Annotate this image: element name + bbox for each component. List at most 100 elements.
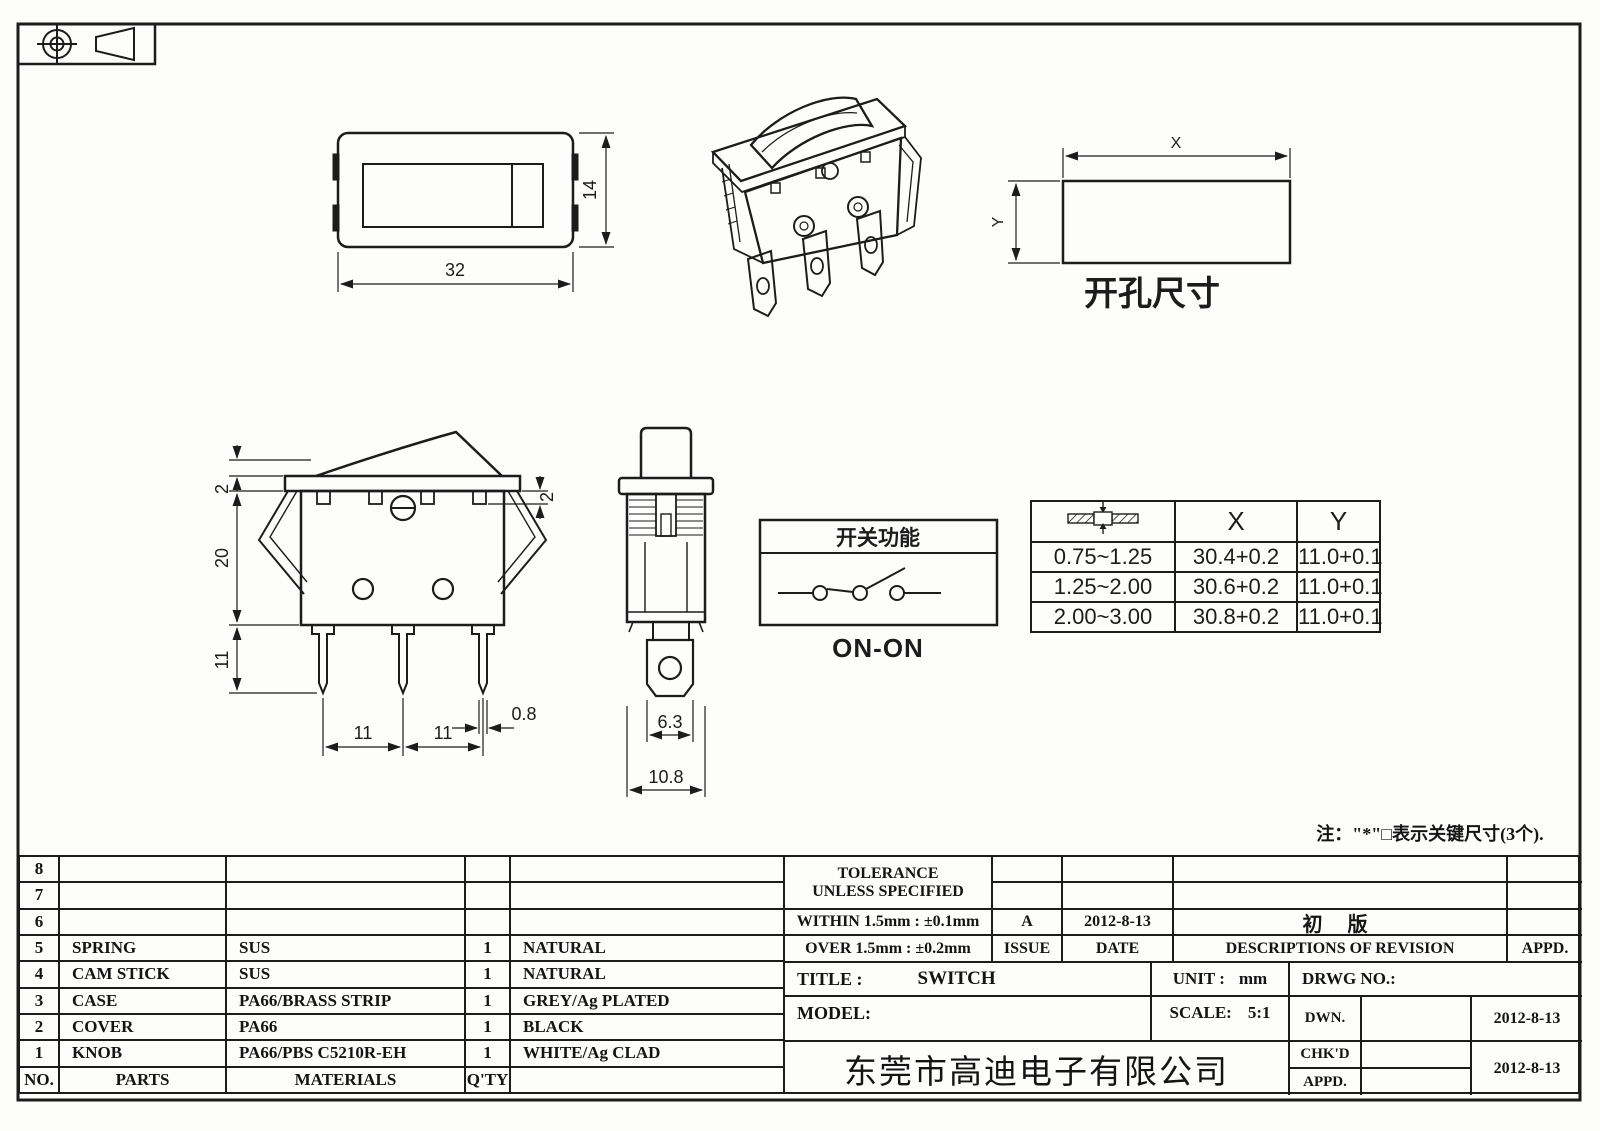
bom-color [509,907,785,936]
bom-row: 6 [18,907,785,936]
scale-label: SCALE: [1169,1003,1232,1022]
bom-material [225,881,466,910]
panel-thickness-range: 1.25~2.00 [1030,571,1176,603]
issue-value: A [993,910,1063,936]
bom-color [509,854,785,884]
panel-col-x: X [1174,500,1298,543]
front-dim-lines [229,445,548,756]
bom-color: GREY/Ag PLATED [509,986,785,1015]
revision-cell-empty [993,857,1063,883]
function-mode-label: ON-ON [832,633,924,663]
title-value: SWITCH [917,968,996,989]
front-view [229,430,548,756]
appd-column-label: APPD. [1508,936,1582,963]
dim-cutout-y: Y [990,216,1007,227]
bom-color: BLACK [509,1012,785,1042]
bom-part: COVER [58,1012,227,1042]
dim-front-flange: 2 [537,492,557,502]
bom-row: 5 SPRING SUS 1 NATURAL [18,933,785,963]
revision-cell-empty [1063,857,1174,883]
bom-header-parts: PARTS [58,1065,227,1095]
revision-cell-empty [1508,857,1582,883]
revision-cell-empty [1063,883,1174,910]
scale-value: 5:1 [1247,1003,1271,1022]
chkd-name-empty [1362,1042,1472,1069]
panel-thickness-icon [1067,502,1139,534]
title-block: TOLERANCE UNLESS SPECIFIED WITHIN 1.5mm … [783,855,1582,1095]
bom-part [58,881,227,910]
bom-part: KNOB [58,1039,227,1068]
dim-front-pin-thickness: 0.8 [511,704,536,724]
dim-side-tab-width: 6.3 [657,712,682,732]
bom-material: PA66/PBS C5210R-EH [225,1039,466,1068]
bom-part: CAM STICK [58,960,227,989]
tolerance-over: OVER 1.5mm : ±0.2mm [785,936,993,963]
tolerance-within: WITHIN 1.5mm : ±0.1mm [785,910,993,936]
bom-no: 7 [18,881,60,910]
bom-qty: 1 [464,986,511,1015]
bom-qty [464,881,511,910]
bom-header-qty: Q'TY [464,1065,511,1095]
bom-row: 7 [18,881,785,910]
bom-part: CASE [58,986,227,1015]
cutout-caption: 开孔尺寸 [1084,275,1220,313]
bom-row: 8 [18,854,785,884]
bom-header-no: NO. [18,1065,60,1095]
dim-top-height: 14 [580,180,600,200]
dim-top-height-lines [579,132,614,248]
side-view [617,426,715,797]
key-dimension-note: 注："*"□表示关键尺寸(3个). [1316,824,1544,844]
dim-top-width: 32 [445,260,465,280]
bom-color: NATURAL [509,933,785,963]
top-view [332,131,614,292]
sheet-border [16,22,1582,1102]
revision-cell-empty [1174,857,1508,883]
dim-top-width-lines [337,252,574,292]
bom-no: 2 [18,1012,60,1042]
chkd-date: 2012-8-13 [1493,1059,1561,1077]
bom-qty [464,854,511,884]
bom-material: SUS [225,960,466,989]
panel-y-value: 11.0+0.1 [1296,601,1383,633]
bom-qty: 1 [464,1012,511,1042]
bom-color: NATURAL [509,960,785,989]
bom-table: 8 7 6 5 SPRING SUS 1 NATURAL [18,854,785,1095]
panel-x-value: 30.6+0.2 [1174,571,1298,603]
issue-date-value: 2012-8-13 [1063,910,1174,936]
bom-part [58,907,227,936]
bom-qty: 1 [464,1039,511,1068]
revision-description: 初 版 [1174,910,1508,936]
revision-cell-empty [993,883,1063,910]
title-label: TITLE : [797,968,863,989]
bom-material [225,854,466,884]
bom-material: SUS [225,933,466,963]
projection-cone-icon [95,26,135,62]
bom-row: 4 CAM STICK SUS 1 NATURAL [18,960,785,989]
bom-header-color [509,1065,785,1095]
projection-symbol [37,24,135,64]
panel-y-value: 11.0+0.1 [1296,571,1383,603]
bom-material [225,907,466,936]
panel-thickness-range: 2.00~3.00 [1030,601,1176,633]
chkd-label: CHK'D [1290,1042,1362,1069]
cutout-view [1008,148,1292,265]
dim-front-body: 20 [212,548,232,568]
drwg-no-label: DRWG NO.: [1290,963,1582,997]
bom-no: 1 [18,1039,60,1068]
bom-header-materials: MATERIALS [225,1065,466,1095]
appd-row-label: APPD. [1290,1069,1362,1095]
bom-no: 8 [18,854,60,884]
unit-value: mm [1238,969,1268,988]
company-name: 东莞市高迪电子有限公司 [785,1042,1290,1095]
dwn-date: 2012-8-13 [1472,997,1582,1042]
dim-front-pin-length: 11 [212,651,232,670]
bom-material: PA66/BRASS STRIP [225,986,466,1015]
bom-header-row: NO. PARTS MATERIALS Q'TY [18,1065,785,1095]
dwn-label: DWN. [1290,997,1362,1042]
bom-row: 1 KNOB PA66/PBS C5210R-EH 1 WHITE/Ag CLA… [18,1039,785,1068]
bom-no: 4 [18,960,60,989]
bom-row: 2 COVER PA66 1 BLACK [18,1012,785,1042]
model-label: MODEL: [785,997,1152,1042]
bom-qty [464,907,511,936]
revision-appd-empty [1508,910,1582,936]
